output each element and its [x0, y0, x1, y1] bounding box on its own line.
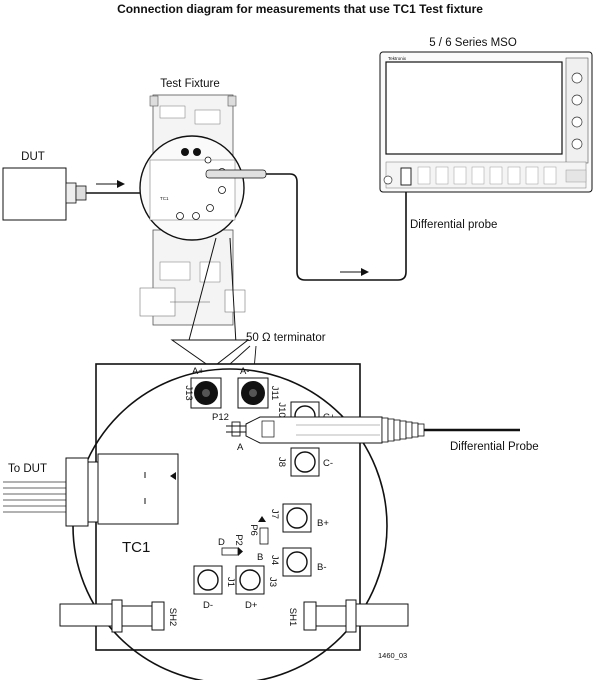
label-j7: J7	[269, 509, 280, 519]
scope-label: 5 / 6 Series MSO	[429, 37, 517, 49]
diagram-title: Connection diagram for measurements that…	[117, 2, 483, 16]
j4-connector	[282, 547, 312, 577]
tc1-label: TC1	[122, 539, 150, 556]
p6-header	[259, 527, 269, 545]
dut-label: DUT	[21, 151, 45, 163]
dut-box	[2, 167, 87, 221]
sh1-sma-connector	[303, 599, 409, 633]
label-d-minus: D-	[203, 600, 213, 611]
label-d: D	[218, 537, 225, 548]
test-fixture-board	[139, 94, 246, 326]
label-j11: J11	[269, 386, 280, 401]
label-d-plus: D+	[245, 600, 258, 611]
label-c-minus: C-	[323, 458, 333, 469]
label-j10: J10	[276, 402, 287, 417]
label-a-minus: A-	[240, 366, 250, 377]
j13-terminator	[190, 377, 222, 409]
probe-cable-top	[266, 173, 407, 281]
label-p6: P6	[248, 524, 259, 536]
label-j1: J1	[225, 577, 236, 587]
terminator-label: 50 Ω terminator	[246, 332, 326, 344]
figure-id: 1460_03	[378, 651, 407, 660]
label-b-minus: B-	[317, 562, 327, 573]
label-a-plus: A+	[192, 366, 204, 377]
j11-terminator	[237, 377, 269, 409]
fixture-zoom-circle: TC1	[139, 135, 267, 241]
p2-header	[221, 547, 239, 556]
label-p12: P12	[212, 412, 229, 423]
label-j3: J3	[267, 577, 278, 587]
svg-text:TC1: TC1	[160, 196, 169, 201]
to-dut-connector	[3, 453, 179, 527]
label-j8: J8	[276, 457, 287, 467]
oscilloscope	[379, 51, 593, 193]
differential-probe-bottom	[245, 416, 520, 444]
differential-probe-label-bottom: Differential Probe	[450, 441, 539, 453]
j8-connector	[290, 447, 320, 477]
label-j13: J13	[183, 385, 194, 400]
j3-connector	[193, 565, 223, 595]
label-sh1: SH1	[287, 608, 298, 626]
label-b-plus: B+	[317, 518, 329, 529]
label-j4: J4	[269, 555, 280, 565]
sh2-sma-connector	[59, 599, 165, 633]
label-b: B	[257, 552, 263, 563]
label-p2: P2	[233, 534, 244, 546]
to-dut-label: To DUT	[8, 463, 47, 475]
zoom-wedge	[170, 237, 250, 369]
label-sh2: SH2	[167, 608, 178, 626]
differential-probe-label-top: Differential probe	[410, 219, 497, 231]
j1-connector	[235, 565, 265, 595]
test-fixture-label: Test Fixture	[160, 78, 219, 90]
scope-brand: Tektronix	[388, 56, 407, 61]
p2-marker	[238, 547, 243, 556]
p6-marker	[258, 516, 266, 522]
label-a: A	[237, 442, 244, 453]
j7-connector	[282, 503, 312, 533]
p12-header	[226, 421, 246, 437]
